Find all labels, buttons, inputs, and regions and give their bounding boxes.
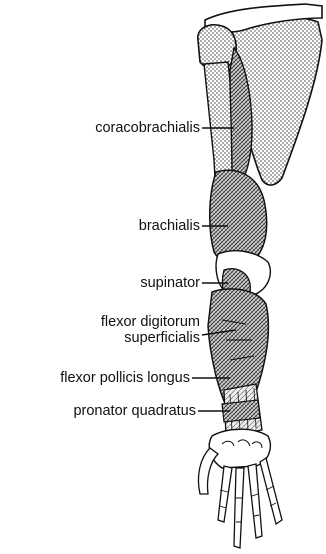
label-pronator-quadratus: pronator quadratus	[73, 403, 196, 419]
finger-middle	[234, 468, 244, 548]
finger-index	[218, 466, 232, 522]
label-flexor-digitorum-line1: flexor digitorum	[101, 314, 200, 330]
thumb-bones	[198, 448, 218, 494]
label-flexor-pollicis-longus: flexor pollicis longus	[60, 370, 190, 386]
label-flexor-digitorum-line2: superficialis	[124, 330, 200, 346]
label-coracobrachialis: coracobrachialis	[95, 120, 200, 136]
finger-ring	[248, 464, 262, 538]
finger-little	[260, 458, 282, 524]
label-brachialis: brachialis	[139, 218, 200, 234]
label-supinator: supinator	[140, 275, 200, 291]
